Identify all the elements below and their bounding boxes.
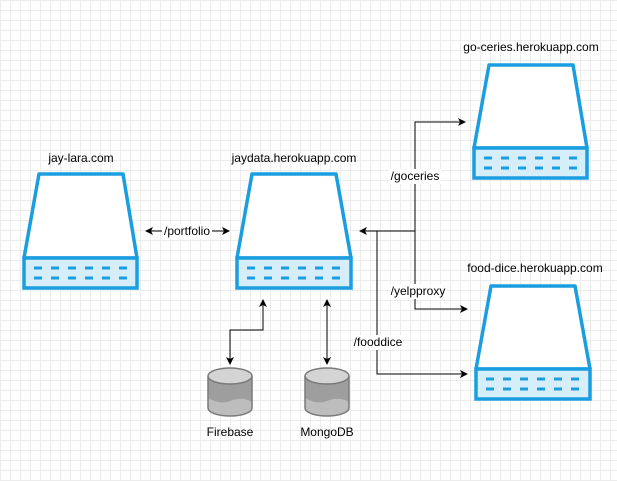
database-icon: [207, 367, 253, 417]
server-icon: [22, 172, 139, 290]
database-label: Firebase: [207, 425, 254, 439]
server-icon: [235, 172, 353, 290]
server-food-dice[interactable]: food-dice.herokuapp.com: [467, 261, 603, 401]
edge-label-yelpproxy: /yelpproxy: [391, 284, 446, 298]
database-label: MongoDB: [300, 425, 353, 439]
server-jay-lara[interactable]: jay-lara.com: [22, 151, 139, 290]
connectors: [145, 118, 468, 378]
server-label: jay-lara.com: [47, 151, 113, 165]
database-icon: [304, 367, 350, 417]
edge-label-fooddice: /fooddice: [354, 335, 403, 349]
server-label: jaydata.herokuapp.com: [231, 151, 357, 165]
edge-firebase[interactable]: [226, 299, 267, 365]
server-icon: [474, 284, 592, 401]
database-mongodb[interactable]: MongoDB: [300, 367, 354, 439]
edge-label-portfolio: /portfolio: [164, 224, 210, 238]
edge-yelpproxy[interactable]: [414, 231, 468, 313]
server-jaydata[interactable]: jaydata.herokuapp.com: [231, 151, 357, 290]
edge-fooddice[interactable]: [376, 231, 468, 378]
server-go-ceries[interactable]: go-ceries.herokuapp.com: [463, 40, 599, 180]
server-label: food-dice.herokuapp.com: [467, 261, 602, 275]
edge-labels: /portfolio /goceries /yelpproxy /fooddic…: [162, 169, 446, 350]
database-firebase[interactable]: Firebase: [207, 367, 254, 439]
edge-label-goceries: /goceries: [391, 169, 440, 183]
server-label: go-ceries.herokuapp.com: [463, 40, 598, 54]
server-icon: [472, 63, 589, 180]
